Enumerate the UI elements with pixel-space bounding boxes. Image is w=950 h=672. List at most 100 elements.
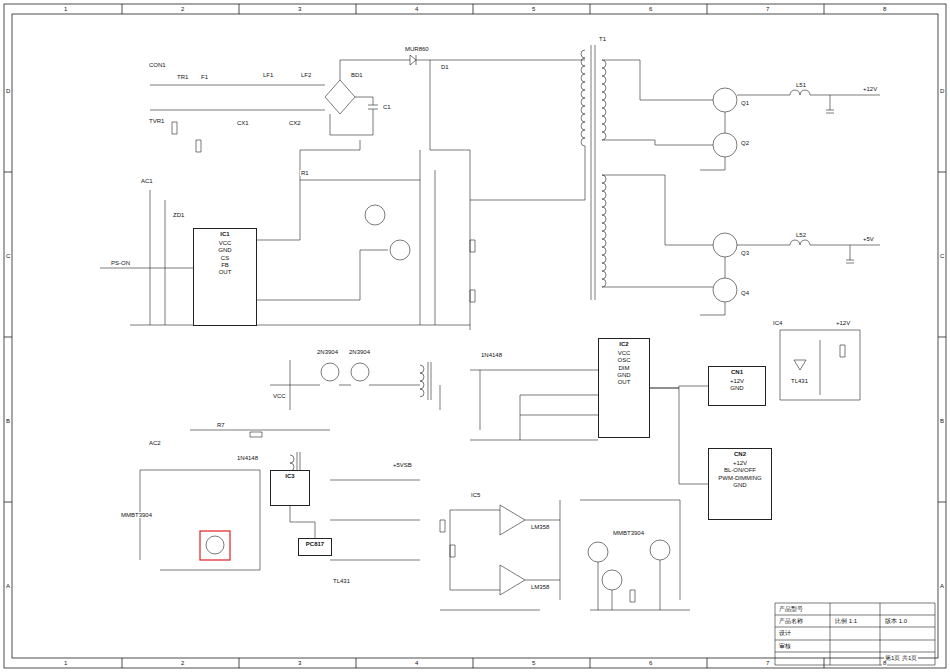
pin-name: CS (197, 255, 253, 262)
grid-letter: D (5, 88, 11, 94)
standby-wires (140, 430, 420, 570)
part-value: 1N4148 (480, 352, 503, 358)
middle-wires (270, 360, 598, 440)
grid-letter: A (939, 583, 945, 589)
pin-name: OSC (602, 357, 646, 364)
part-name: IC5 (470, 492, 481, 498)
opamp-wires (440, 500, 560, 610)
grid-number: 4 (414, 6, 419, 12)
grid-number: 2 (180, 660, 185, 666)
part-value: 1N4148 (236, 455, 259, 461)
title-cell: 产品名称 (778, 618, 804, 624)
grid-letter: D (939, 88, 945, 94)
grid-number: 4 (414, 660, 419, 666)
part-name: D1 (440, 64, 450, 70)
component-box: CN1 +12VGND (708, 366, 766, 406)
sheet-inner-frame (12, 14, 938, 658)
net-name: +5VSB (392, 462, 413, 468)
part-value: LM358 (530, 584, 550, 590)
part-name: Q3 (740, 250, 750, 256)
pin-name: VCC (197, 240, 253, 247)
pin-name: OUT (602, 379, 646, 386)
output-wires (602, 60, 880, 315)
part-name: MUR860 (404, 46, 430, 52)
capacitor-symbol (368, 105, 378, 109)
pin-name: +12V (712, 378, 762, 385)
title-cell: 设计 (778, 630, 792, 636)
part-name: F1 (200, 74, 209, 80)
net-name: VCC (272, 393, 287, 399)
title-cell: 第1页 共1页 (884, 655, 918, 661)
part-value: 2N3904 (348, 349, 371, 355)
grid-letter: B (5, 418, 11, 424)
grid-number: 3 (297, 660, 302, 666)
component-name: PC817 (302, 541, 328, 548)
pin-name: BL-ON/OFF (712, 467, 768, 474)
part-name: CON1 (148, 62, 167, 68)
pin-name: GND (712, 385, 762, 392)
grid-number: 6 (648, 6, 653, 12)
part-name: TVR1 (148, 118, 165, 124)
title-cell: 审核 (778, 643, 792, 649)
grid-letter: A (5, 583, 11, 589)
part-value: MMBT3904 (120, 512, 153, 518)
part-value: TL431 (332, 578, 351, 584)
pin-name: GND (197, 247, 253, 254)
part-name: CX1 (236, 120, 250, 126)
net-name: AC1 (140, 178, 154, 184)
net-name: +12V (835, 320, 851, 326)
grid-number: 2 (180, 6, 185, 12)
highlight-box (200, 531, 230, 560)
part-name: Q1 (740, 100, 750, 106)
wires (100, 45, 935, 665)
part-name: R1 (300, 170, 310, 176)
grid-number: 3 (297, 6, 302, 12)
part-name: LF1 (262, 72, 274, 78)
part-name: TR1 (176, 74, 189, 80)
grid-letter: C (5, 253, 11, 259)
grid-number: 1 (63, 660, 68, 666)
grid-letter: C (939, 253, 945, 259)
grid-number: 1 (63, 6, 68, 12)
title-cell: 产品型号 (778, 606, 804, 612)
net-name: AC2 (148, 440, 162, 446)
part-name: C1 (382, 104, 392, 110)
grid-number: 7 (765, 6, 770, 12)
title-cell: 比例 1:1 (834, 618, 858, 624)
component-box: PC817 (298, 538, 332, 556)
grid-number: 8 (882, 6, 887, 12)
component-name: IC2 (602, 341, 646, 348)
title-cell: 版本 1.0 (884, 618, 908, 624)
sheet-frame (4, 4, 946, 668)
component-name: IC3 (274, 473, 306, 480)
component-box: CN2+12VBL-ON/OFFPWM-DIMMINGGND (708, 448, 772, 520)
grid-number: 5 (531, 6, 536, 12)
component-box: IC3 (270, 470, 310, 506)
regulator-wires (780, 330, 860, 400)
part-value: LM358 (530, 524, 550, 530)
component-box: IC2VCCOSCDIMGNDOUT (598, 338, 650, 438)
component-box: IC1VCCGNDCSFBOUT (193, 228, 257, 326)
net-name: +12V (862, 86, 878, 92)
grid-ticks (4, 4, 946, 668)
part-value: 2N3904 (316, 349, 339, 355)
pin-name: FB (197, 262, 253, 269)
title-block (775, 603, 935, 665)
component-name: CN2 (712, 451, 768, 458)
wire-connector (290, 506, 315, 538)
control-wires (100, 140, 470, 325)
part-value: MMBT3904 (612, 530, 645, 536)
diode-symbol (410, 55, 416, 65)
part-name: R7 (216, 422, 226, 428)
part-name: LF2 (300, 72, 312, 78)
grid-number: 5 (531, 660, 536, 666)
wire-connector (650, 388, 708, 484)
grid-number: 6 (648, 660, 653, 666)
grid-number: 7 (765, 660, 770, 666)
part-name: CX2 (288, 120, 302, 126)
pin-name: VCC (602, 350, 646, 357)
transformer-symbol (470, 45, 606, 300)
component-name: CN1 (712, 369, 762, 376)
